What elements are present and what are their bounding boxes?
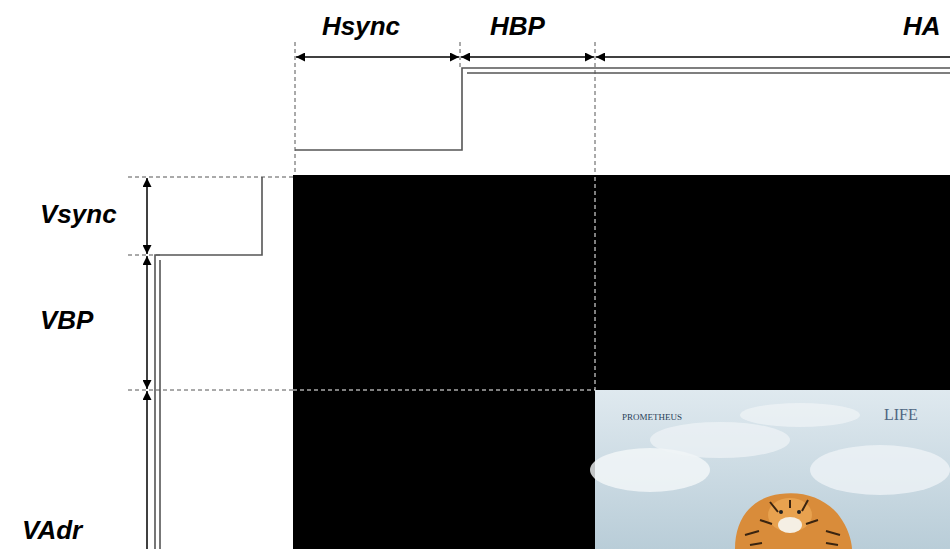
poster-title: LIFE: [884, 406, 918, 424]
dimension-arrows: [147, 57, 950, 549]
dimension-label: Vsync: [40, 200, 117, 229]
dimension-label: VAdr: [22, 516, 82, 545]
blank-area: [293, 175, 950, 549]
active-picture: [590, 390, 950, 549]
dimension-label: Hsync: [322, 12, 400, 41]
dimension-label: VBP: [40, 306, 93, 335]
dimension-label: HA: [903, 12, 941, 41]
poster-title: PROMETHEUS: [622, 413, 682, 423]
sync-waveform: [155, 68, 950, 549]
guide-lines: [128, 42, 595, 390]
dimension-label: HBP: [490, 12, 545, 41]
